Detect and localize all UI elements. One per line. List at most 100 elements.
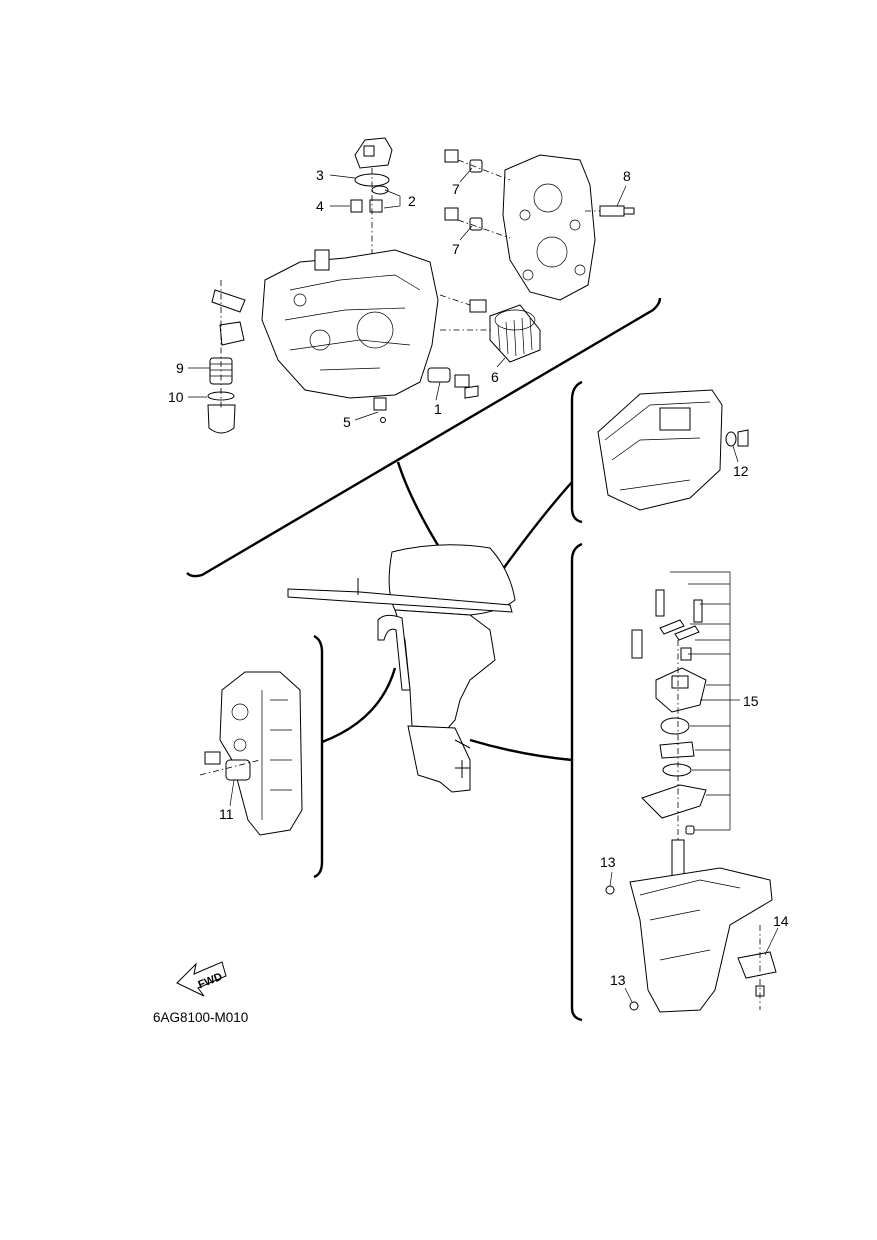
pump-impeller: [659, 741, 695, 759]
label-13-upper: 13: [600, 854, 616, 870]
leader-12: [732, 445, 739, 463]
bolt-7a: [444, 149, 459, 163]
pump-key: [685, 825, 695, 835]
clamp-leader: [321, 667, 397, 744]
leader-7b: [459, 225, 473, 241]
clamp-bracket-body: [219, 671, 303, 836]
pump-bolt-a: [655, 589, 665, 617]
seal-2a: [371, 185, 389, 195]
drawing-code: 6AG8100-M010: [153, 1010, 248, 1025]
water-pump-assembly: [631, 571, 740, 880]
label-6: 6: [491, 369, 499, 385]
part-1: [427, 367, 451, 383]
pump-gasket: [662, 763, 692, 777]
pump-liner: [660, 717, 690, 735]
sensor-8-tip: [623, 207, 635, 215]
cylinder-head-body: [502, 154, 596, 301]
label-3: 3: [316, 167, 324, 183]
screw-13a: [605, 885, 615, 895]
gear-case-body: [629, 867, 773, 1013]
cowling-boss: [659, 407, 691, 431]
block-ribs: [284, 274, 421, 371]
head-hole-c: [522, 269, 534, 281]
oil-filter-ribs: [497, 317, 533, 357]
leader-6: [496, 357, 506, 368]
leader-13a: [609, 871, 613, 887]
cylinder-head: [444, 149, 635, 301]
head-hole-b: [569, 219, 581, 231]
clamp-hole-a: [231, 703, 249, 721]
sensor-8: [599, 205, 625, 217]
part-1-nut: [464, 385, 479, 399]
clamp-ribs: [261, 690, 292, 820]
linkage-cap: [219, 321, 245, 346]
leader-3: [329, 174, 356, 179]
bottom-cowling-body: [597, 389, 723, 511]
powerhead-leader: [396, 461, 444, 553]
label-1: 1: [434, 401, 442, 417]
gear-case: [605, 839, 777, 1013]
head-hole-d: [574, 264, 586, 276]
callout-brackets: [186, 297, 662, 1022]
clamp-bracket-outline: [377, 614, 411, 691]
anode-cup: [207, 404, 236, 434]
leader-5: [354, 411, 379, 421]
lower-unit: [407, 725, 471, 793]
block-boss-b: [293, 293, 307, 307]
leader-8: [616, 185, 627, 207]
pump-strap-b: [674, 625, 700, 641]
label-12: 12: [733, 463, 749, 479]
pump-housing: [655, 667, 707, 713]
propeller-outline: [454, 739, 471, 778]
part-4: [350, 199, 363, 213]
powerhead-bracket: [186, 297, 662, 578]
screw-13b: [629, 1001, 639, 1011]
leader-1: [435, 381, 441, 401]
pump-strap-a: [659, 619, 685, 635]
bottom-cowling: [597, 389, 749, 511]
leader-11: [229, 779, 235, 807]
part-labels: 1 2 3 4 5 6 7 7 8 9 10 11 12 13 13 14 15: [168, 167, 789, 988]
fitting-centerlines: [457, 159, 511, 239]
bolt-7b: [444, 207, 459, 221]
part-11-centerline: [199, 759, 261, 776]
leader-7a: [459, 167, 473, 183]
screw-12: [737, 429, 749, 447]
cylinder-block: [261, 249, 439, 399]
oil-filter-top: [494, 309, 536, 331]
pump-pin: [631, 629, 643, 659]
label-10: 10: [168, 389, 184, 405]
cowling-ribs: [604, 401, 711, 491]
part-1-plug: [454, 374, 470, 388]
fitting-7a: [469, 159, 483, 173]
part-11: [225, 759, 251, 781]
powerhead-assembly: [207, 137, 541, 434]
label-15: 15: [743, 693, 759, 709]
filter-stud: [469, 299, 487, 313]
block-boss-a: [309, 329, 331, 351]
linkage-lever: [211, 289, 246, 313]
lower-unit-leader: [469, 738, 573, 762]
fwd-arrow-icon: [176, 961, 227, 997]
label-14: 14: [773, 913, 789, 929]
leader-14: [764, 927, 779, 956]
gear-case-ribs: [639, 879, 741, 961]
part-5-screw: [380, 417, 386, 423]
midsection: [394, 609, 496, 729]
leader-13b: [624, 987, 633, 1003]
leader-2: [383, 189, 401, 209]
head-hole-a: [519, 209, 531, 221]
clamp-assembly: [199, 671, 303, 836]
fwd-arrow: FWD: [176, 961, 227, 997]
thermostat-cover-boss: [363, 145, 375, 157]
outboard-motor: [287, 544, 516, 793]
clamp-hole-b: [233, 738, 247, 752]
tiller-handle: [287, 588, 513, 613]
label-9: 9: [176, 360, 184, 376]
bottom-cowling-bracket: [570, 380, 583, 524]
filter-centerline: [439, 294, 492, 331]
label-2: 2: [408, 193, 416, 209]
label-4: 4: [316, 198, 324, 214]
clamp-bracket: [313, 634, 324, 879]
